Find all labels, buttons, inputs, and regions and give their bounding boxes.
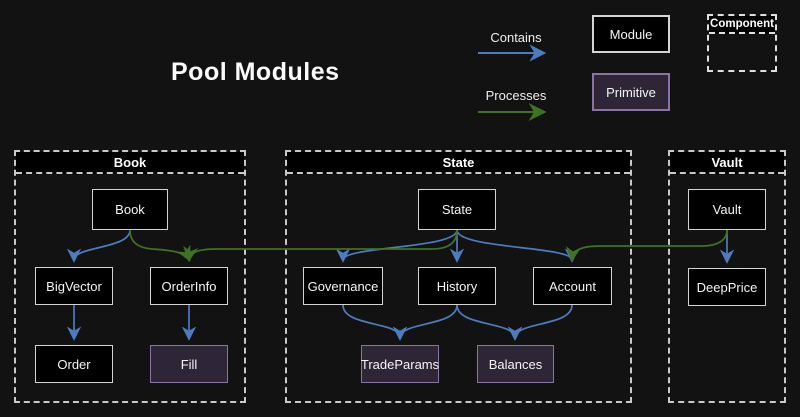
legend-processes-label: Processes: [485, 88, 547, 103]
group-state: State: [285, 150, 632, 403]
node-account: Account: [533, 267, 612, 305]
legend-module-node: Module: [592, 15, 670, 53]
node-book: Book: [92, 189, 168, 230]
group-vault: Vault: [668, 150, 786, 403]
legend-primitive-node: Primitive: [592, 73, 670, 111]
node-balances: Balances: [477, 345, 554, 383]
node-history: History: [418, 267, 496, 305]
node-governance: Governance: [303, 267, 383, 305]
group-book: Book: [14, 150, 246, 403]
node-vault: Vault: [688, 189, 766, 230]
node-order: Order: [35, 345, 113, 383]
group-book-header: Book: [16, 152, 244, 174]
legend-component-label: Component: [709, 16, 775, 34]
node-state: State: [418, 189, 496, 230]
node-orderinfo: OrderInfo: [150, 267, 228, 305]
node-fill: Fill: [150, 345, 228, 383]
page-title: Pool Modules: [171, 58, 340, 86]
group-vault-header: Vault: [670, 152, 784, 174]
node-tradeparams: TradeParams: [361, 345, 439, 383]
node-deepprice: DeepPrice: [688, 268, 766, 306]
node-bigvector: BigVector: [35, 267, 113, 305]
legend-component-box: Component: [707, 14, 777, 72]
group-state-header: State: [287, 152, 630, 174]
legend-contains-label: Contains: [490, 30, 542, 45]
